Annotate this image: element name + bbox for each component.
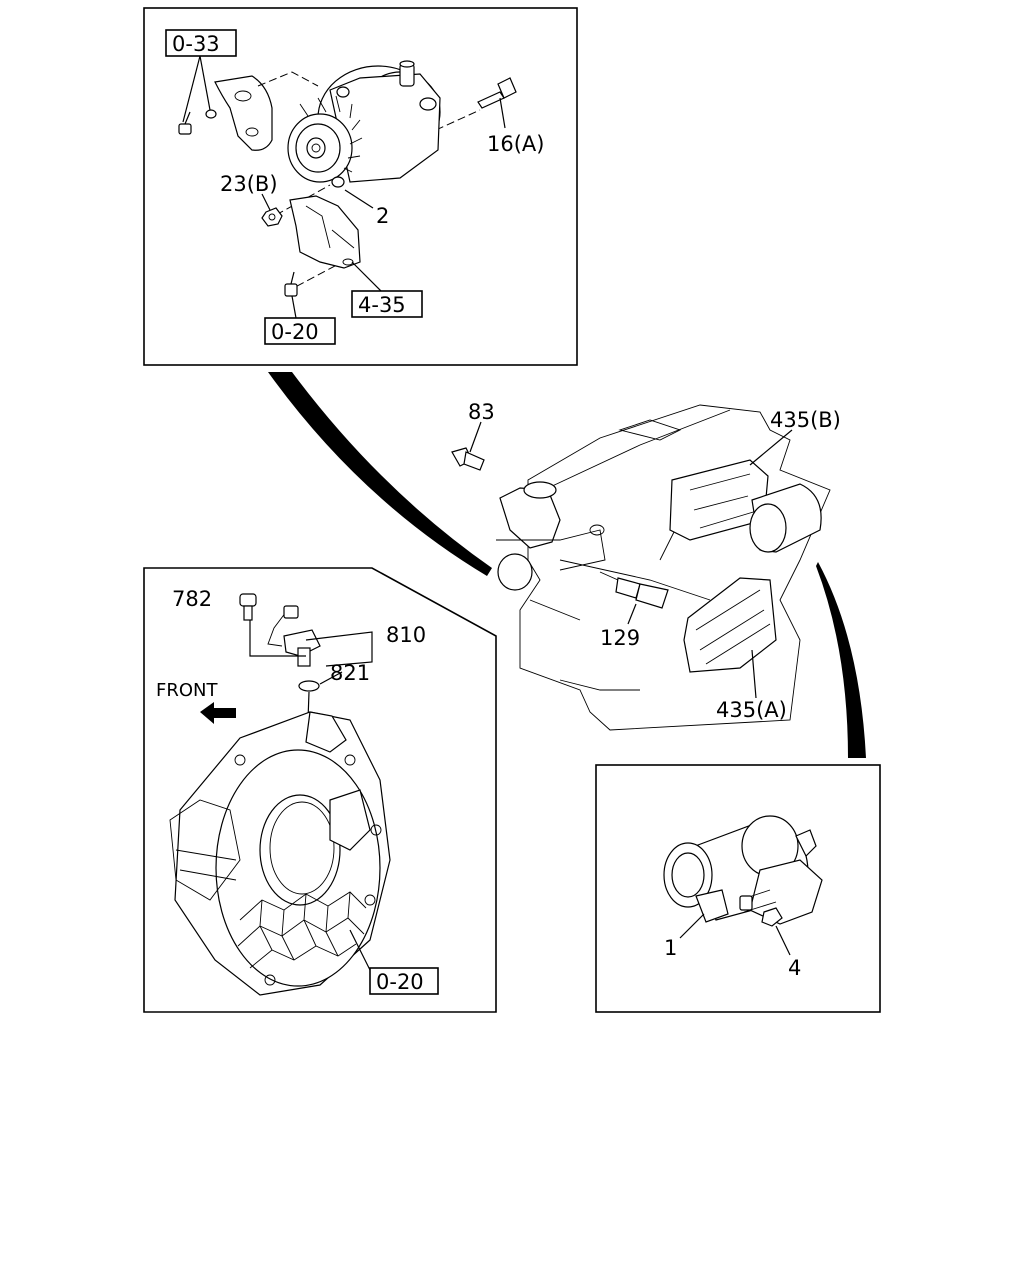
bolt-782 <box>239 593 257 621</box>
label-1: 1 <box>664 936 677 960</box>
nut-23b <box>261 207 283 227</box>
bolt-16a <box>477 77 517 109</box>
label-83: 83 <box>468 400 495 424</box>
label-front: FRONT <box>156 680 218 701</box>
ref-0-33: 0-33 <box>172 32 220 56</box>
ref-4-35: 4-35 <box>358 293 406 317</box>
starter-motor <box>663 815 823 925</box>
sensor-810 <box>267 605 321 667</box>
label-129: 129 <box>600 626 640 650</box>
bolt-0-33 <box>178 111 192 135</box>
engine-block <box>496 404 831 731</box>
sensor-83 <box>451 447 485 471</box>
label-435b: 435(B) <box>770 408 841 432</box>
ref-0-20-top: 0-20 <box>271 320 319 344</box>
front-arrow-icon <box>200 702 236 724</box>
label-435a: 435(A) <box>716 698 787 722</box>
label-2: 2 <box>376 204 389 228</box>
label-16a: 16(A) <box>487 132 544 156</box>
bolt-0-20 <box>284 271 298 297</box>
label-821: 821 <box>330 661 370 685</box>
ref-0-20-bottom: 0-20 <box>376 970 424 994</box>
label-4: 4 <box>788 956 801 980</box>
alternator-lower-bracket <box>289 195 361 269</box>
alternator <box>287 60 441 188</box>
connector-arc-right <box>816 562 866 758</box>
o-ring-821 <box>298 680 320 692</box>
sensor-129 <box>599 571 669 609</box>
engine-starter <box>749 483 822 553</box>
connector-arc-top <box>268 372 492 576</box>
label-810: 810 <box>386 623 426 647</box>
cover-435a <box>683 577 777 673</box>
label-782: 782 <box>172 587 212 611</box>
washer-0-33 <box>205 109 217 119</box>
flywheel-housing <box>169 711 391 996</box>
bolt-4 <box>739 895 783 927</box>
label-23b: 23(B) <box>220 172 278 196</box>
